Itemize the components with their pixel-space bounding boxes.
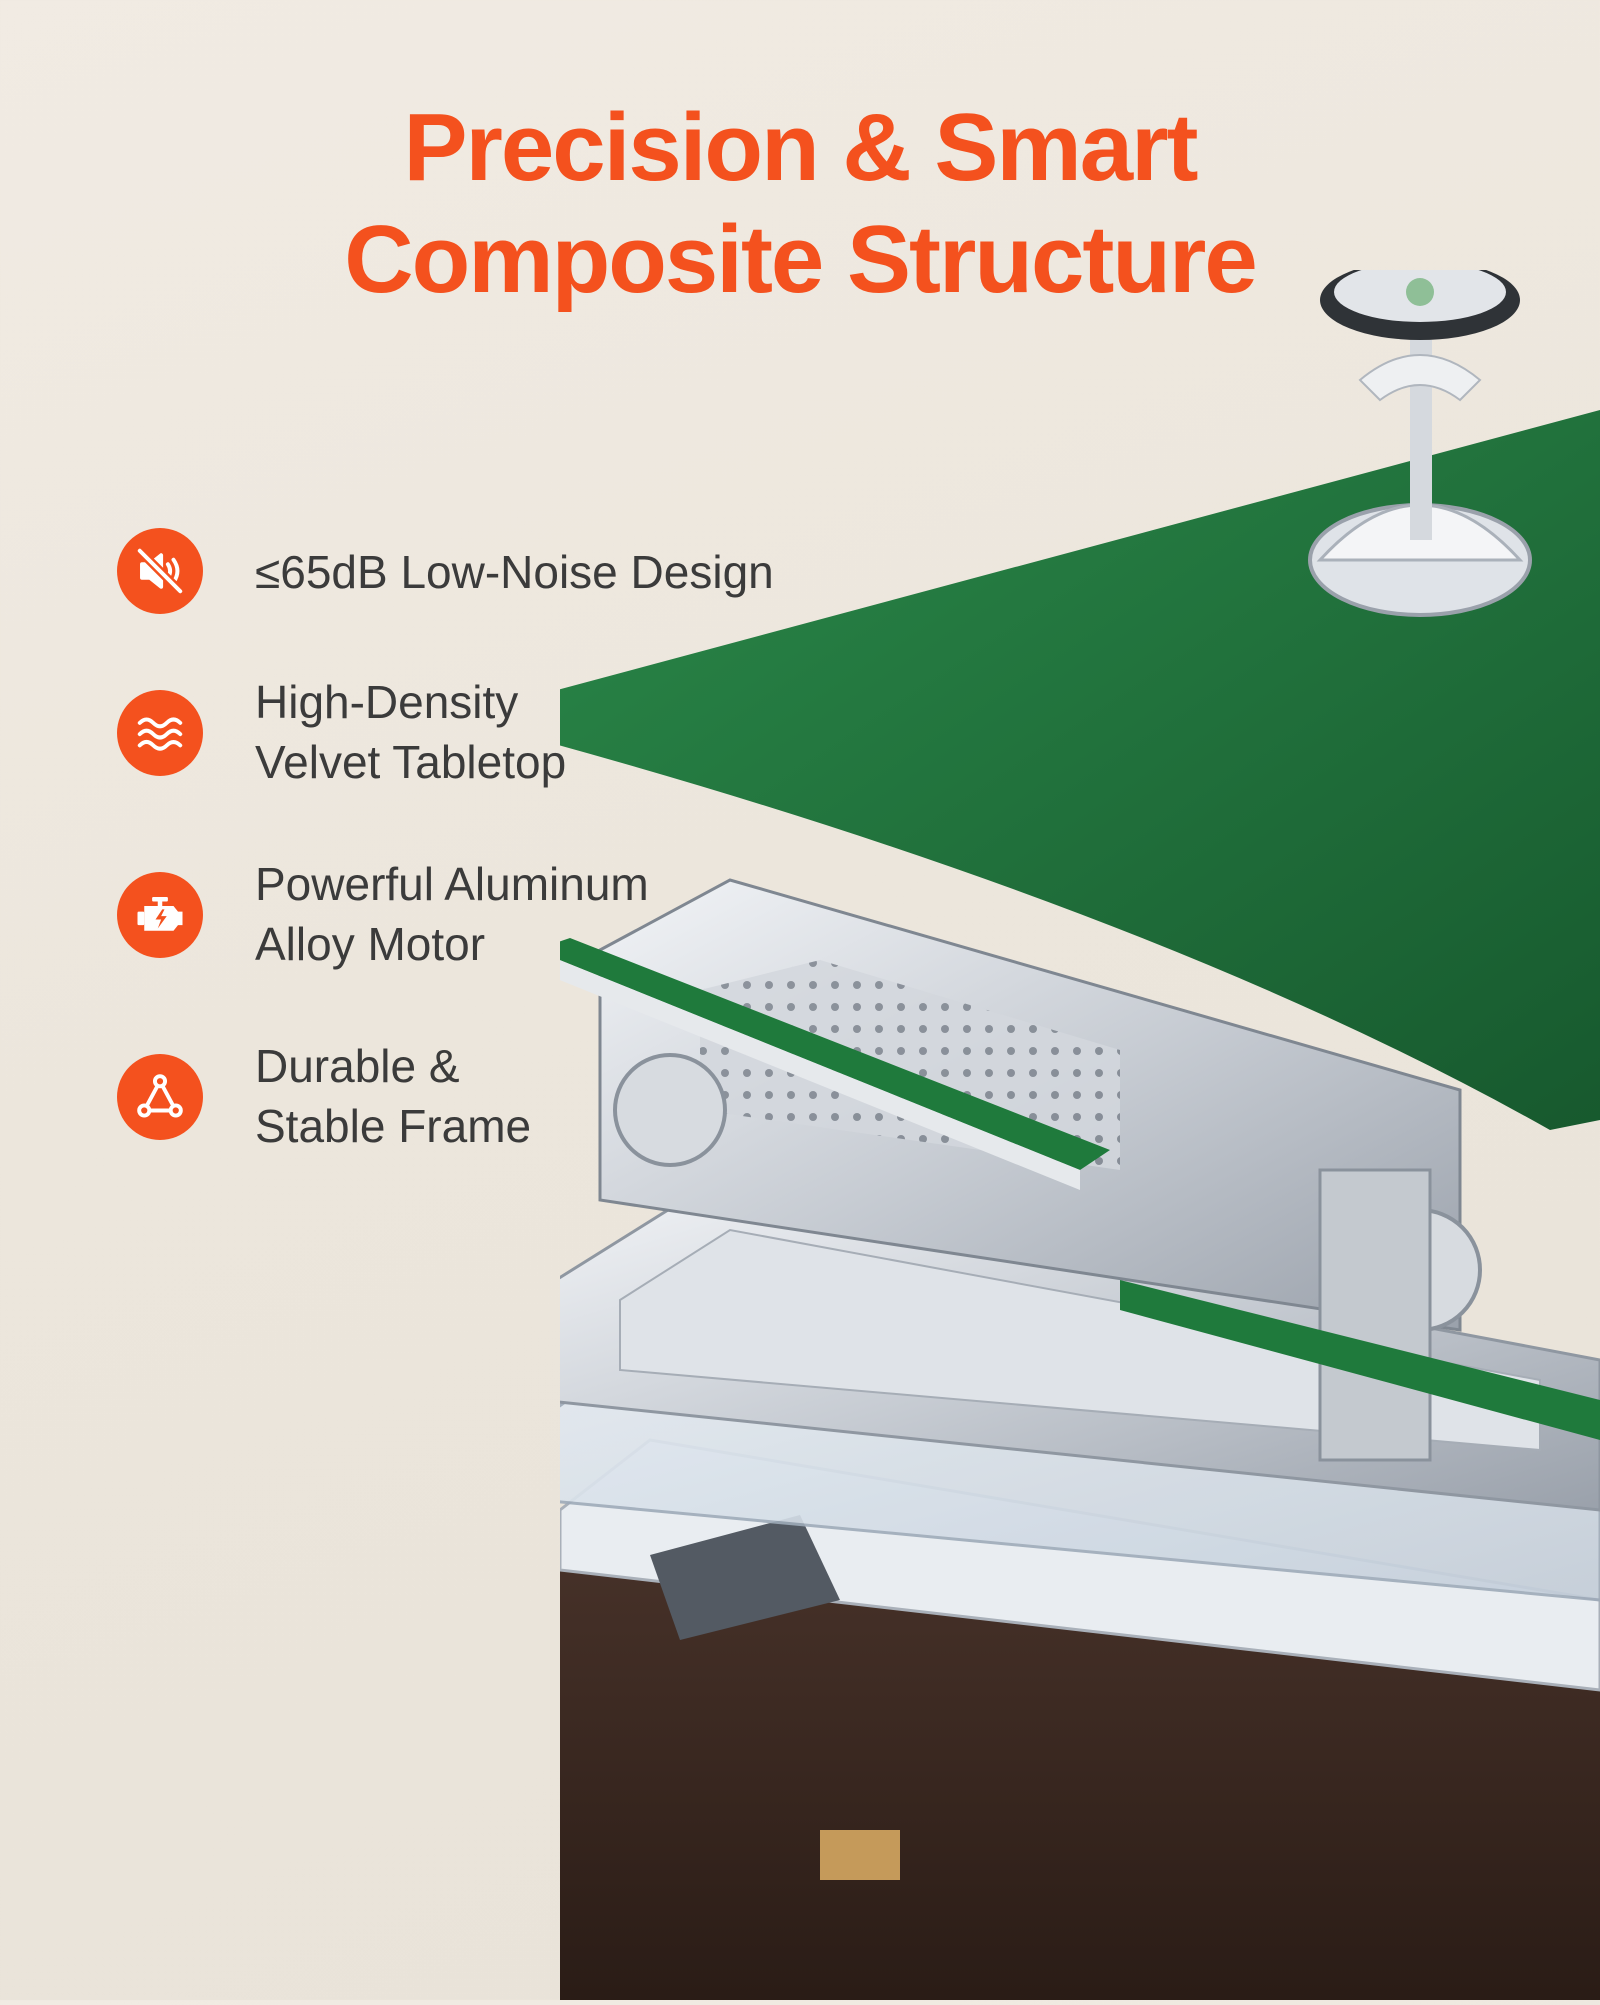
feature-text: High-Density Velvet Tabletop: [255, 672, 566, 792]
feature-line: Powerful Aluminum: [255, 858, 649, 910]
feature-line: Durable &: [255, 1040, 460, 1092]
mute-speaker-icon: [117, 528, 203, 614]
headline-line-1: Precision & Smart: [403, 94, 1199, 201]
tile-row: [535, 938, 1600, 1440]
waves-icon: [117, 690, 203, 776]
feature-line: Stable Frame: [255, 1100, 532, 1152]
feature-line: Velvet Tabletop: [255, 736, 567, 788]
cabinet-panel: [650, 1515, 840, 1640]
feature-text: ≤65dB Low-Noise Design: [255, 542, 774, 602]
engine-motor-icon: [117, 872, 203, 958]
mahjong-table-exploded-view: [517, 260, 1600, 2000]
headline-line-2: Composite Structure: [344, 206, 1257, 313]
feature-line: Alloy Motor: [255, 918, 486, 970]
feature-velvet-tabletop: High-Density Velvet Tabletop: [117, 672, 877, 792]
feature-line: ≤65dB Low-Noise Design: [255, 546, 774, 598]
triangle-frame-icon: [117, 1054, 203, 1140]
feature-text: Durable & Stable Frame: [255, 1036, 531, 1156]
motor-cylinder: [613, 1053, 727, 1167]
side-column: [1318, 1168, 1432, 1462]
exploded-table-illustration: [517, 260, 1600, 2000]
dice-column: [1308, 260, 1532, 617]
feature-stable-frame: Durable & Stable Frame: [117, 1036, 877, 1156]
feature-line: High-Density: [255, 676, 519, 728]
drawer-handle: [820, 1830, 900, 1880]
headline: Precision & Smart Composite Structure: [0, 92, 1600, 316]
feature-low-noise: ≤65dB Low-Noise Design: [117, 528, 877, 614]
feature-text: Powerful Aluminum Alloy Motor: [255, 854, 649, 974]
feature-aluminum-motor: Powerful Aluminum Alloy Motor: [117, 854, 877, 974]
